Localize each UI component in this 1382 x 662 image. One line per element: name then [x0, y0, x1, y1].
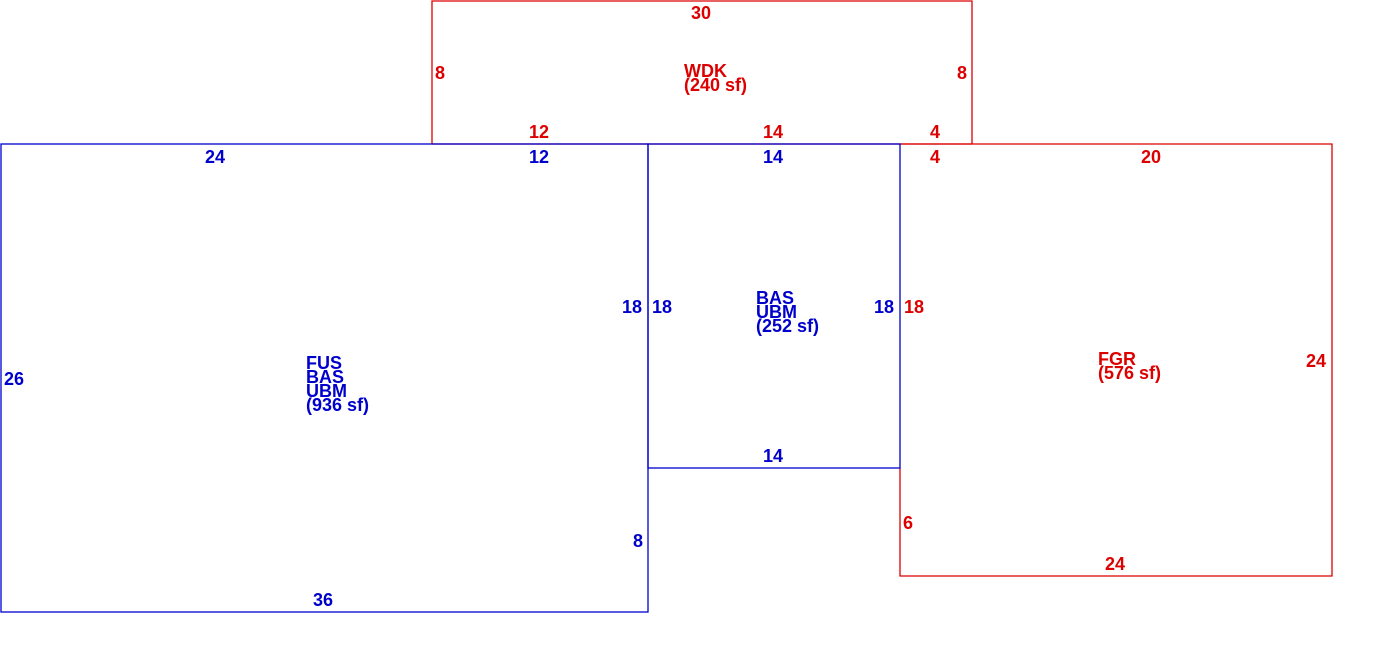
main-dim-right-lower: 8 — [633, 531, 643, 551]
addition-dim-bottom: 14 — [763, 446, 783, 466]
wdk-area: (240 sf) — [684, 75, 747, 95]
wdk-dim-bottom-mid: 14 — [763, 122, 783, 142]
wdk-outline — [431, 0, 973, 144]
fgr-garage-section: 4 20 18 6 24 24 FGR (576 sf) — [899, 143, 1333, 577]
fgr-code: FGR — [1098, 349, 1136, 369]
fgr-outline — [899, 143, 1333, 577]
addition-code-1: BAS — [756, 288, 794, 308]
wdk-code: WDK — [684, 61, 727, 81]
main-code-1: FUS — [306, 353, 342, 373]
main-code-2: BAS — [306, 367, 344, 387]
main-dim-left: 26 — [4, 369, 24, 389]
addition-area: (252 sf) — [756, 316, 819, 336]
fgr-dim-right: 24 — [1306, 351, 1326, 371]
wdk-dim-bottom-right: 4 — [930, 122, 940, 142]
fgr-dim-left-upper: 18 — [904, 297, 924, 317]
addition-dim-left: 18 — [652, 297, 672, 317]
main-area: (936 sf) — [306, 395, 369, 415]
addition-dim-top: 14 — [763, 147, 783, 167]
wdk-dim-top: 30 — [691, 3, 711, 23]
addition-code-2: UBM — [756, 302, 797, 322]
main-dim-top-left: 24 — [205, 147, 225, 167]
fgr-dim-top-left: 4 — [930, 147, 940, 167]
fgr-dim-top: 20 — [1141, 147, 1161, 167]
addition-section: 14 18 18 14 BAS UBM (252 sf) — [647, 143, 901, 469]
fgr-area: (576 sf) — [1098, 363, 1161, 383]
main-dim-right-upper: 18 — [622, 297, 642, 317]
wdk-deck-section: 30 8 8 12 14 4 WDK (240 sf) — [431, 0, 973, 145]
fgr-dim-left-lower: 6 — [903, 513, 913, 533]
main-dim-bottom: 36 — [313, 590, 333, 610]
fgr-dim-bottom: 24 — [1105, 554, 1125, 574]
wdk-dim-bottom-left: 12 — [529, 122, 549, 142]
main-dim-top-right: 12 — [529, 147, 549, 167]
wdk-dim-left: 8 — [435, 63, 445, 83]
main-living-section: 24 12 26 18 8 36 FUS BAS UBM (936 sf) — [0, 143, 649, 613]
wdk-dim-right: 8 — [957, 63, 967, 83]
addition-dim-right: 18 — [874, 297, 894, 317]
addition-outline — [647, 143, 901, 469]
main-code-3: UBM — [306, 381, 347, 401]
